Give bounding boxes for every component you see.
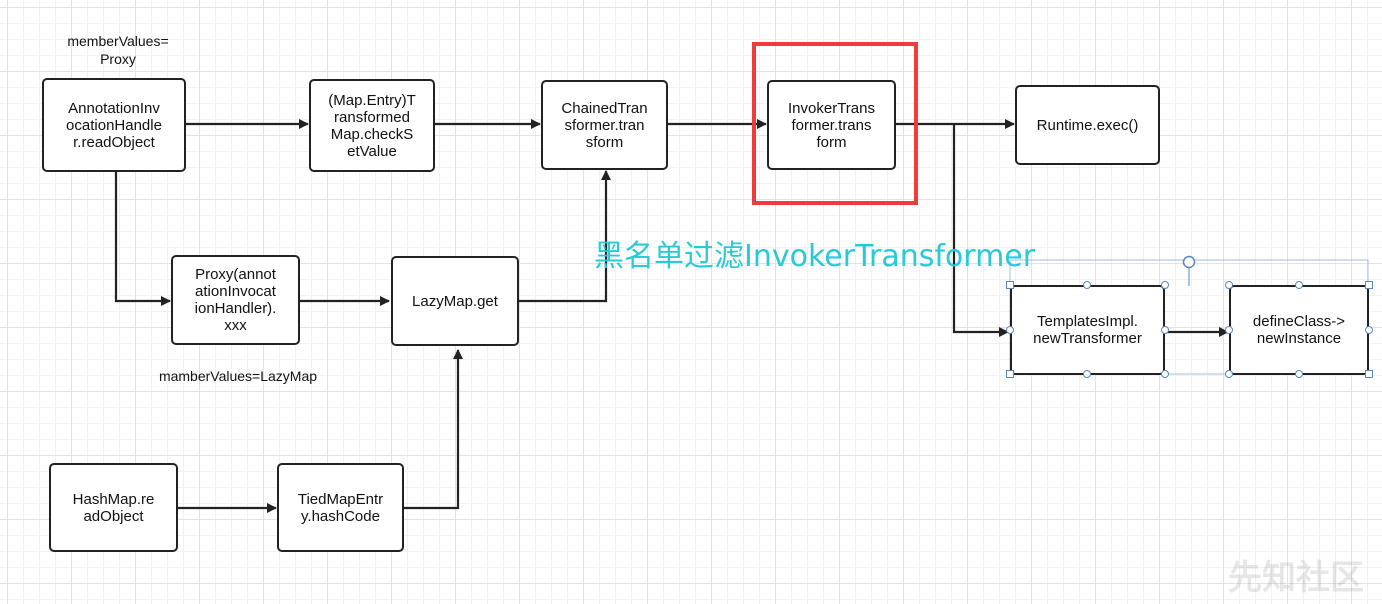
node-runtime-exec[interactable]: Runtime.exec()	[1015, 85, 1160, 165]
node-invoker-transformer[interactable]: InvokerTrans former.trans form	[767, 80, 896, 170]
note-member-values-proxy: memberValues= Proxy	[67, 33, 169, 67]
selection-handle[interactable]	[1006, 281, 1014, 289]
selection-handle[interactable]	[1161, 326, 1169, 334]
node-hashmap-readobject[interactable]: HashMap.re adObject	[49, 463, 178, 552]
selection-handle[interactable]	[1365, 326, 1373, 334]
selection-handle[interactable]	[1083, 370, 1091, 378]
node-templatesimpl-newtransformer[interactable]: TemplatesImpl. newTransformer	[1010, 285, 1165, 375]
selection-handle[interactable]	[1225, 326, 1233, 334]
note-member-values-lazymap: mamberValues=LazyMap	[158, 368, 318, 384]
blacklist-highlight-box	[752, 42, 918, 205]
selection-handle[interactable]	[1161, 281, 1169, 289]
node-lazymap-get[interactable]: LazyMap.get	[391, 256, 519, 346]
arrow-annotation-to-proxy	[114, 172, 171, 306]
arrow-lazymap-to-chained	[519, 170, 611, 303]
node-defineclass-newinstance[interactable]: defineClass-> newInstance	[1229, 285, 1369, 375]
selection-handle[interactable]	[1225, 281, 1233, 289]
selection-handle[interactable]	[1295, 370, 1303, 378]
selection-handle[interactable]	[1006, 370, 1014, 378]
selection-handle[interactable]	[1083, 281, 1091, 289]
selection-handle[interactable]	[1161, 370, 1169, 378]
rotation-handle	[1182, 255, 1196, 269]
selection-handle[interactable]	[1365, 370, 1373, 378]
node-transformed-map-checksetvalue[interactable]: (Map.Entry)T ransformed Map.checkS etVal…	[309, 79, 435, 172]
selection-handle[interactable]	[1225, 370, 1233, 378]
arrow-tiedmapentry-to-lazymap	[404, 349, 463, 510]
node-proxy-annotation-invocation-handler[interactable]: Proxy(annot ationInvocat ionHandler). xx…	[171, 255, 300, 345]
selection-handle[interactable]	[1365, 281, 1373, 289]
node-chained-transformer[interactable]: ChainedTran sformer.tran sform	[541, 80, 668, 170]
node-annotation-invocation-handler[interactable]: AnnotationInv ocationHandle r.readObject	[42, 78, 186, 172]
arrow-invoker-to-templates	[952, 124, 1009, 337]
node-tiedmapentry-hashcode[interactable]: TiedMapEntr y.hashCode	[277, 463, 404, 552]
selection-handle[interactable]	[1006, 326, 1014, 334]
watermark-logo: 先知社区	[1228, 558, 1364, 598]
selection-handle[interactable]	[1295, 281, 1303, 289]
blacklist-filter-label: 黑名单过滤InvokerTransformer	[594, 239, 1036, 274]
